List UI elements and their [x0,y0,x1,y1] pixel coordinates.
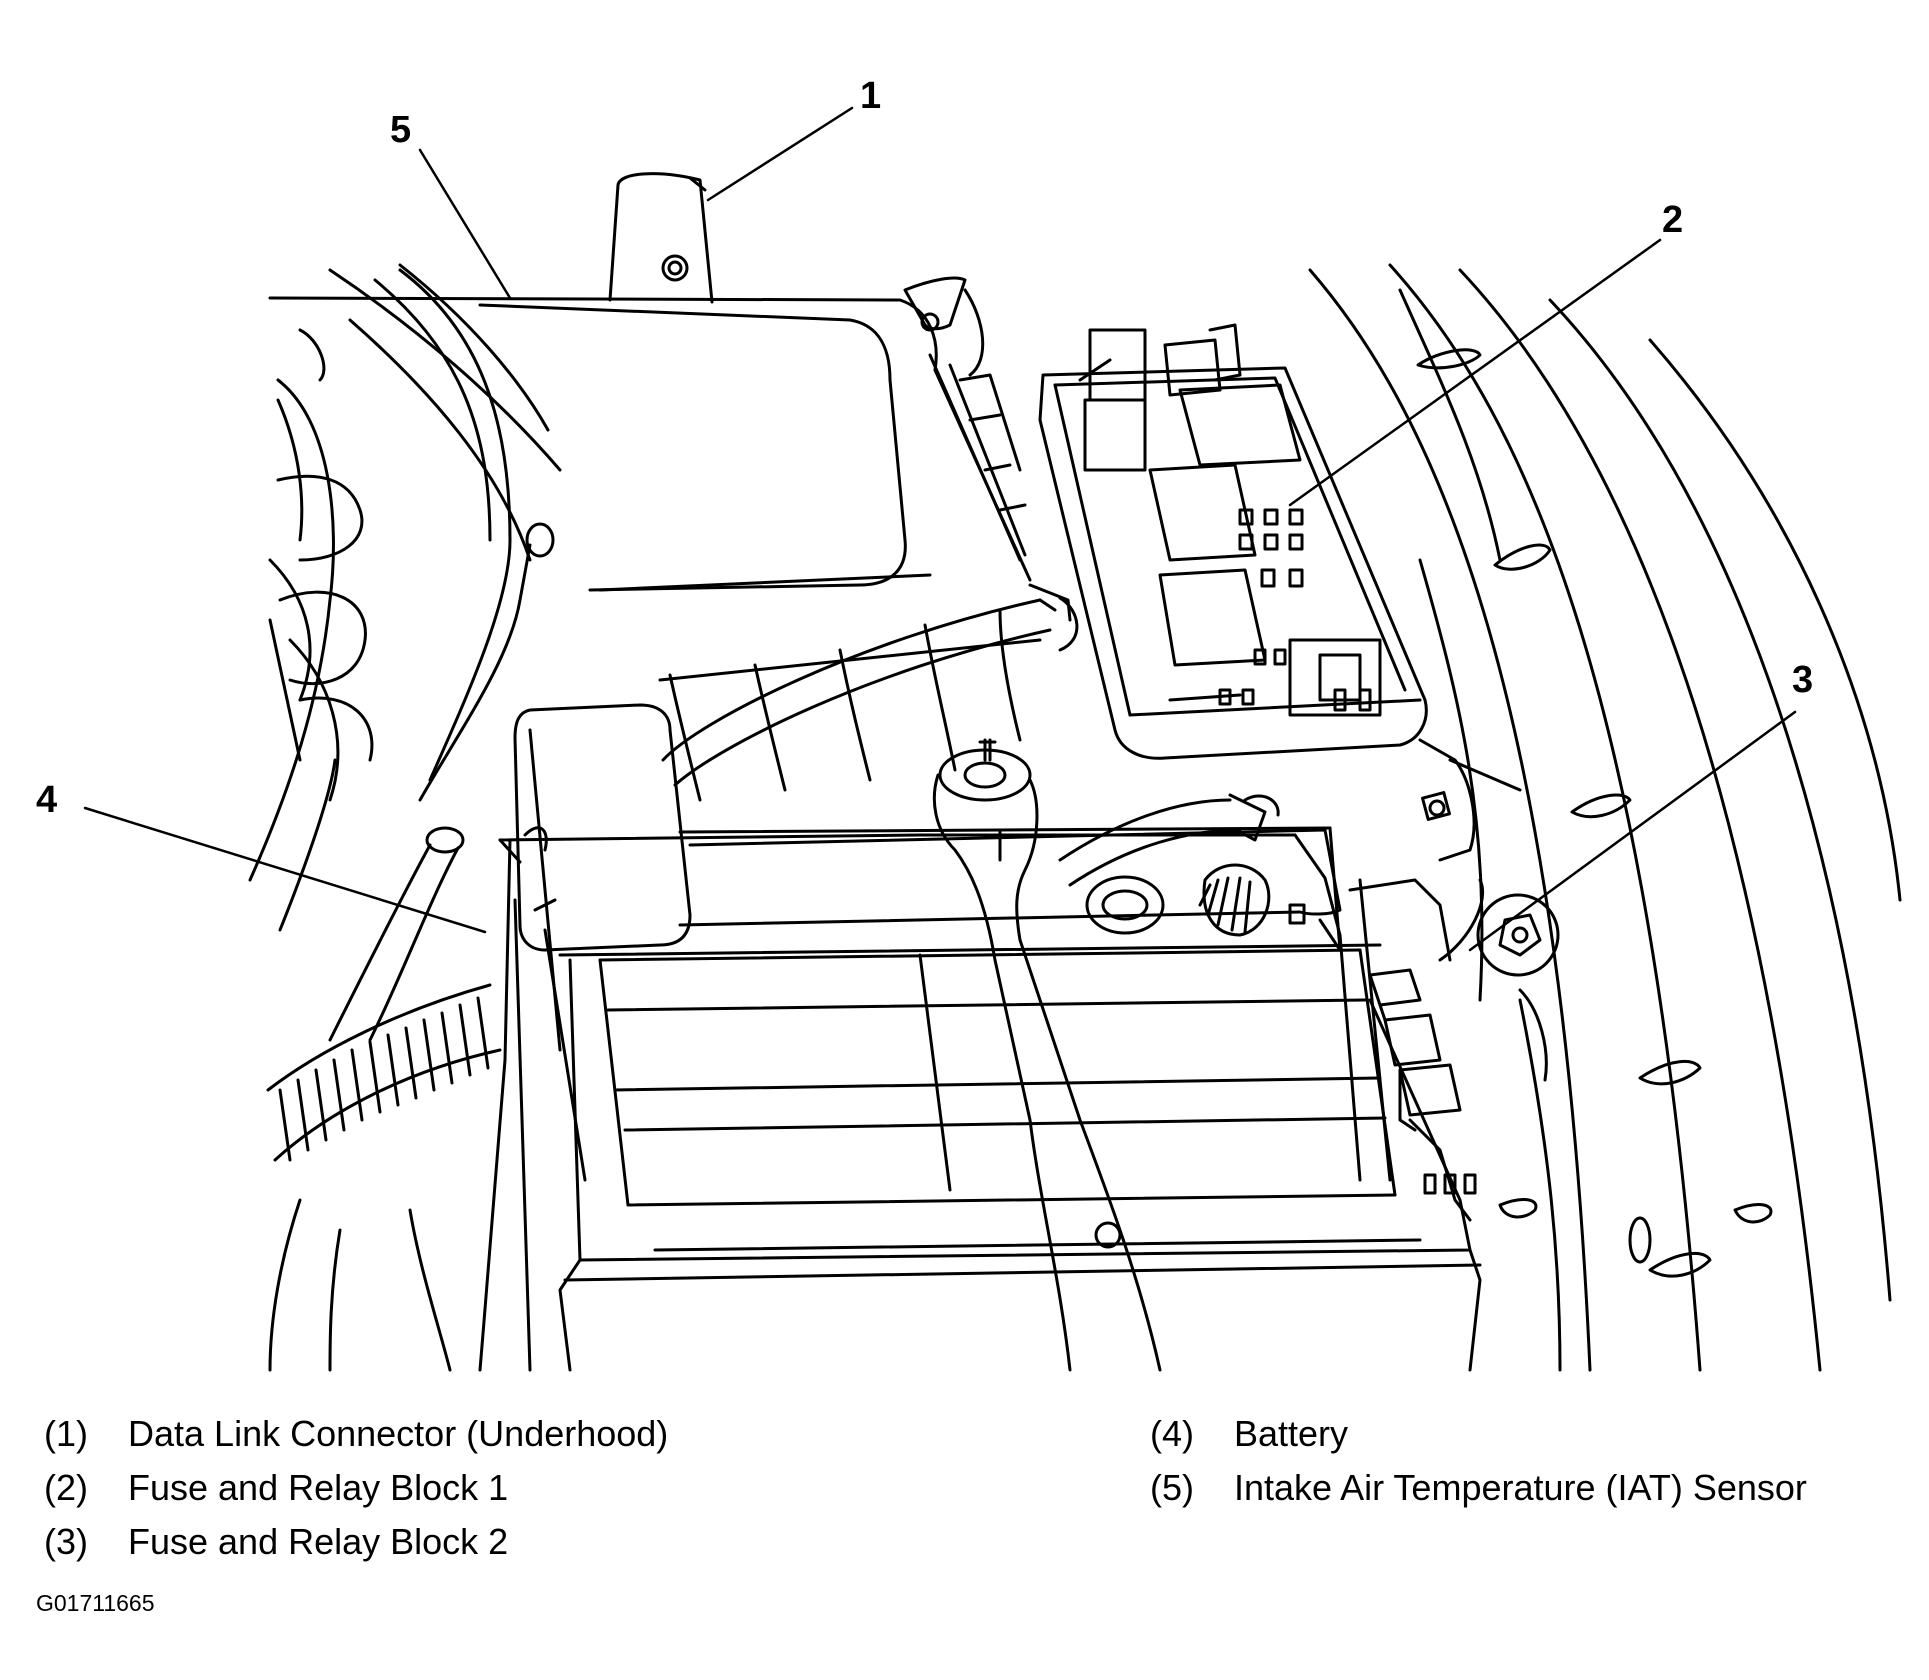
callout-5: 5 [390,109,411,151]
callout-1: 1 [860,75,881,117]
positive-cable [1060,795,1278,885]
legend-number: (5) [1150,1467,1194,1508]
battery [500,828,1480,1370]
negative-cable [934,740,1160,1370]
legend-label: Fuse and Relay Block 1 [128,1467,509,1508]
data-link-connector [610,174,712,302]
engine-compartment-illustration: 1 2 3 4 5 [36,75,1929,1380]
fender-lines [1310,265,1900,1370]
battery-clamp-block [480,705,690,1370]
callout-4: 4 [36,779,57,821]
iat-wire [330,270,553,1040]
legend-label: Fuse and Relay Block 2 [128,1521,509,1562]
battery-hold-down-bar [663,585,1077,785]
fuse-relay-block-2 [1350,880,1558,1220]
leader-lines [85,108,1795,950]
legend-number: (4) [1150,1413,1194,1454]
air-cleaner-housing [270,278,1040,800]
fender-teardrops [1418,350,1771,1276]
legend-number: (2) [44,1467,88,1508]
fuse-relay-block-1 [1040,325,1520,860]
engine-fan-area [250,265,560,930]
wire-harness-loom [268,985,500,1370]
callout-2: 2 [1662,199,1683,241]
legend-number: (3) [44,1521,88,1562]
legend-label: Battery [1234,1413,1349,1454]
legend-label: Intake Air Temperature (IAT) Sensor [1234,1467,1807,1508]
legend-label: Data Link Connector (Underhood) [128,1413,669,1454]
callout-3: 3 [1792,659,1813,701]
legend-number: (1) [44,1413,88,1454]
figure-id: G01711665 [36,1590,155,1616]
